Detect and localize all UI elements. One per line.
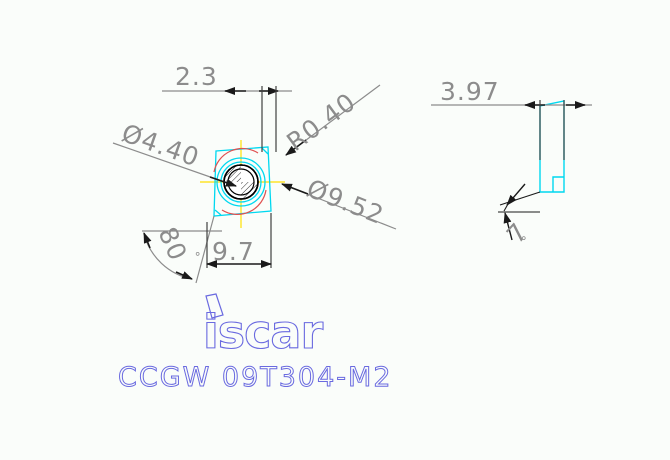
side-land-step xyxy=(552,176,564,192)
page-title: CCGW 09T304-M2 xyxy=(118,362,393,393)
dim-r0-40-arrow xyxy=(285,139,307,156)
dim-80-arrow-bottom xyxy=(175,271,193,280)
side-view-group: 3.97 7 ° xyxy=(431,77,592,249)
dimension-9-7: 9.7 xyxy=(206,213,272,268)
center-hole xyxy=(223,164,259,200)
construction-arc-upper xyxy=(213,147,259,173)
dim-80-extension-side xyxy=(195,215,215,284)
insert-body-outline xyxy=(213,146,272,217)
dim-80-degree-symbol: ° xyxy=(187,250,202,261)
dim-9-7-text: 9.7 xyxy=(212,237,255,266)
dim-2-3-text: 2.3 xyxy=(175,62,218,91)
angle-arrow-upper xyxy=(506,183,526,206)
dimension-clearance-angle: 7 ° xyxy=(498,183,541,249)
dim-80-arrow-top xyxy=(143,232,152,249)
dim-3-97-text: 3.97 xyxy=(440,77,500,106)
dimension-2-3: 2.3 xyxy=(162,62,292,152)
construction-arcs xyxy=(213,147,267,215)
logo-mark-icon xyxy=(205,293,224,319)
dim-4-40-arrow xyxy=(209,176,237,187)
insert-corner-chamfer-tr xyxy=(261,147,269,155)
logo-wordmark: iscar xyxy=(203,305,323,359)
angle-arrow-lower xyxy=(503,212,513,241)
countersink-circle-inner xyxy=(220,161,262,203)
dim-9-52-arrow xyxy=(281,183,309,195)
dimension-3-97: 3.97 xyxy=(431,77,592,160)
insert-corner-chamfer-bl xyxy=(214,209,222,216)
construction-arc-lower xyxy=(221,189,267,215)
countersink-circle-outer xyxy=(216,157,266,207)
insert-outline xyxy=(213,146,272,217)
brand-logo: iscar xyxy=(202,293,325,360)
